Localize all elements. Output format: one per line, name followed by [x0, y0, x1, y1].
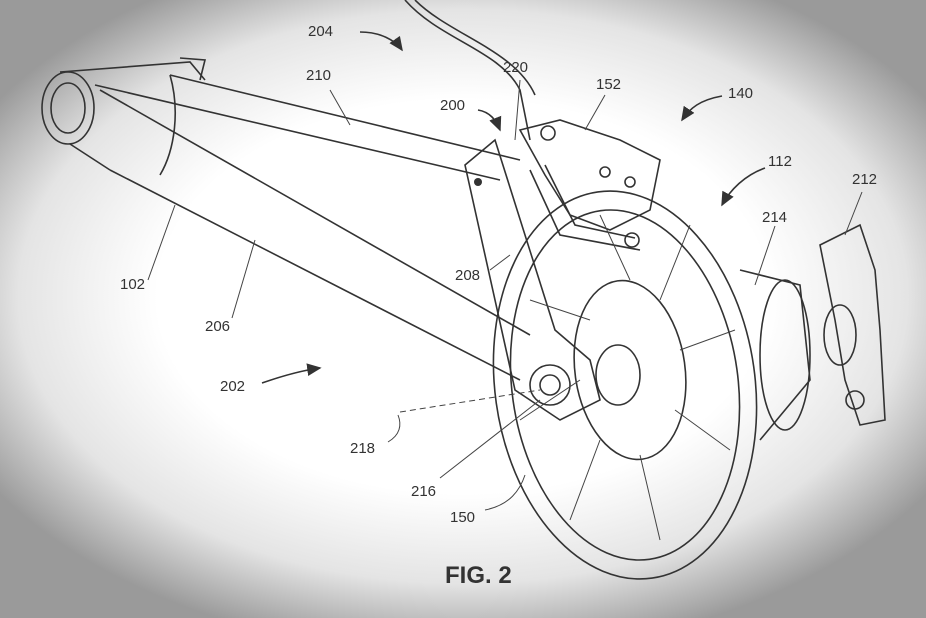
label-218: 218: [350, 440, 375, 457]
hub: [595, 269, 857, 441]
leader-lines: [147, 31, 863, 511]
brake-cable: [404, 0, 531, 141]
label-200: 200: [440, 97, 465, 114]
label-102: 102: [120, 276, 145, 293]
label-216: 216: [411, 483, 436, 500]
label-212: 212: [852, 171, 877, 188]
label-210: 210: [306, 67, 331, 84]
label-152: 152: [596, 76, 621, 93]
figure-caption: FIG. 2: [445, 562, 512, 589]
label-214: 214: [762, 209, 787, 226]
label-220: 220: [503, 59, 528, 76]
label-140: 140: [728, 85, 753, 102]
swingarm: [94, 57, 531, 381]
label-204: 204: [308, 23, 333, 40]
brake-caliper: [518, 119, 661, 251]
dropout: [819, 223, 886, 426]
link-208: [464, 138, 601, 421]
label-206: 206: [205, 318, 230, 335]
label-208: 208: [455, 267, 480, 284]
pivot-tube: [41, 61, 206, 171]
label-112: 112: [768, 153, 792, 170]
disc-rotor: [492, 190, 758, 580]
label-150: 150: [450, 509, 475, 526]
label-202: 202: [220, 378, 245, 395]
axis-line: [399, 389, 541, 413]
